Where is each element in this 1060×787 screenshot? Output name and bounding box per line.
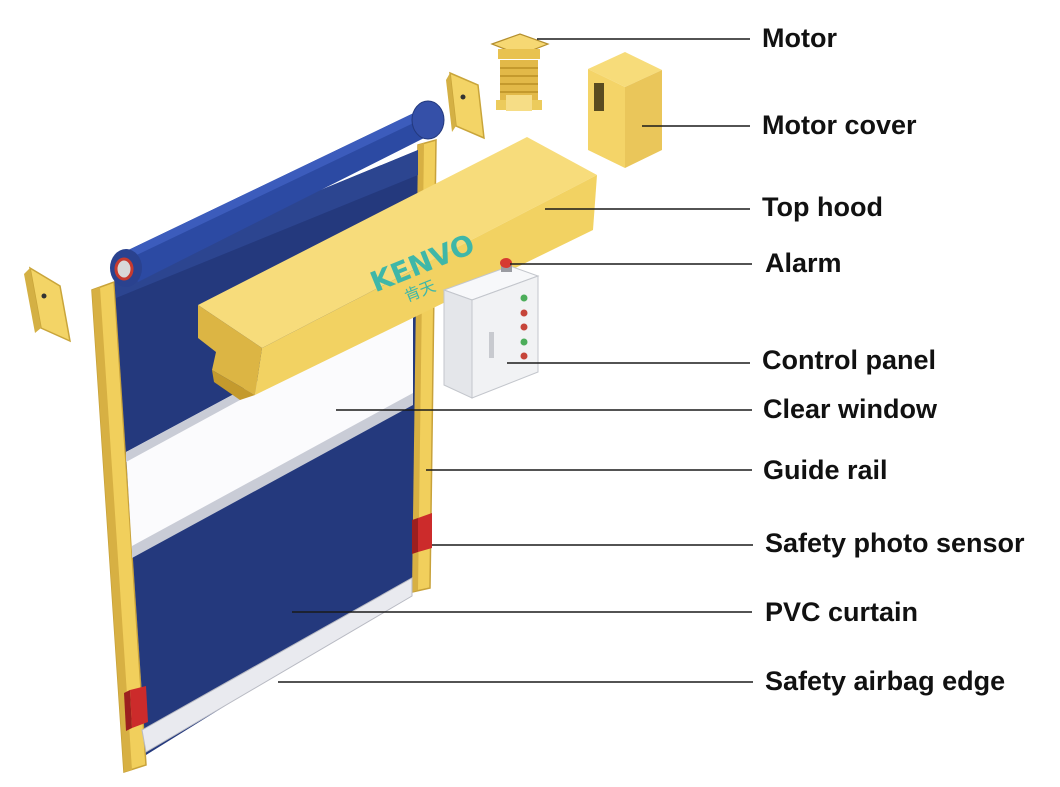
top-hood: KENVO 肯天 (198, 137, 597, 400)
guide-rail-left (91, 280, 147, 774)
motor (490, 33, 550, 111)
label-clear-window: Clear window (763, 394, 938, 424)
label-safety-airbag-edge: Safety airbag edge (765, 666, 1006, 696)
label-top-hood: Top hood (762, 192, 883, 222)
indicator-light-green (520, 294, 528, 302)
side-bracket-left (24, 266, 71, 343)
label-motor-cover: Motor cover (762, 110, 917, 140)
label-control-panel: Control panel (762, 345, 936, 375)
label-safety-photo-sensor: Safety photo sensor (765, 528, 1025, 558)
safety-airbag-edge (141, 577, 413, 753)
indicator-light-red (520, 309, 528, 317)
safety-photo-sensor-right (412, 513, 432, 554)
label-guide-rail: Guide rail (763, 455, 888, 485)
safety-photo-sensor-left (124, 686, 148, 731)
indicator-light-red (520, 352, 528, 360)
indicator-light-green (520, 338, 528, 346)
control-panel (442, 265, 540, 399)
leader-lines (278, 38, 753, 683)
roller (110, 100, 445, 287)
label-pvc-curtain: PVC curtain (765, 597, 919, 627)
alarm (500, 258, 512, 272)
indicator-light-red (520, 323, 528, 331)
label-motor: Motor (762, 23, 837, 53)
label-alarm: Alarm (765, 248, 842, 278)
motor-cover (588, 52, 662, 168)
side-bracket-top (446, 71, 485, 140)
